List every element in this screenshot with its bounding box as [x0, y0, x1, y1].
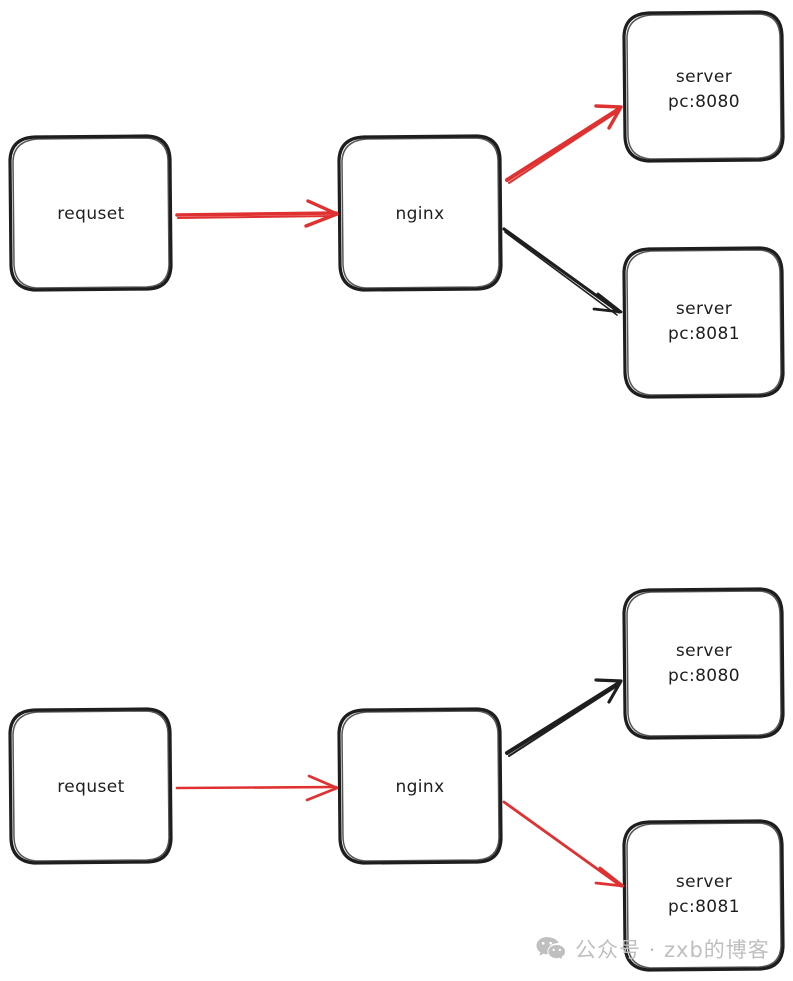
edge-requset-to-nginx-top-arrowhead: [304, 199, 339, 228]
edge-nginx-to-8081-top-arrowhead: [592, 292, 623, 314]
wechat-icon-bubble-front: [547, 944, 566, 961]
node-nginx-bottom-label: nginx: [395, 777, 444, 797]
watermark: 公众号 · zxb的博客: [536, 934, 770, 964]
node-server-8081-top-label-line2: pc:8081: [668, 324, 740, 344]
node-server-8080-top-shape: [622, 10, 785, 163]
node-server-8080-bottom-shape-sketch: [626, 590, 782, 737]
wechat-icon-dot-left: [552, 948, 555, 952]
edge-nginx-to-8080-bottom-line: [505, 681, 621, 755]
node-server-8080-bottom-label-line2: pc:8080: [668, 666, 740, 686]
edge-nginx-to-8080-top-line: [505, 107, 621, 182]
edge-requset-to-nginx-bottom-arrowhead: [305, 774, 339, 802]
edge-requset-to-nginx-bottom-line: [175, 785, 338, 790]
edge-nginx-to-8081-bottom-arrowhead: [594, 866, 625, 888]
node-server-8080-top-label-line2: pc:8080: [668, 92, 740, 112]
edge-nginx-to-8080-top-arrowhead: [594, 104, 623, 130]
bottom-diagram: requset nginx server pc:8080 server pc:8: [8, 587, 785, 972]
wechat-icon-eye-right: [549, 941, 553, 945]
node-requset-bottom-label: requset: [57, 777, 124, 797]
edge-nginx-to-8080-bottom-line-sketch: [508, 685, 618, 757]
node-server-8080-bottom-shape: [622, 587, 785, 740]
edge-nginx-to-8081-top-line: [502, 227, 621, 314]
node-server-8080-bottom-label-line1: server: [676, 641, 732, 661]
node-server-8081-bottom[interactable]: server pc:8081: [622, 819, 785, 972]
node-nginx-top[interactable]: nginx: [337, 134, 503, 292]
node-server-8080-top-label-line1: server: [676, 67, 732, 87]
wechat-icon-dot-right: [558, 948, 561, 952]
node-server-8080-top[interactable]: server pc:8080: [622, 10, 785, 163]
node-server-8080-bottom[interactable]: server pc:8080: [622, 587, 785, 740]
edge-nginx-to-8080-top: [505, 104, 623, 184]
node-requset-top[interactable]: requset: [8, 134, 173, 292]
top-diagram: requset nginx server pc:8080 server pc:8: [8, 10, 785, 399]
node-requset-bottom-shape: [8, 707, 173, 865]
edge-requset-to-nginx-bottom: [175, 774, 339, 802]
node-server-8081-top-shape: [622, 246, 785, 399]
edge-nginx-to-8081-top-line-sketch: [504, 231, 618, 316]
node-server-8081-bottom-shape-sketch: [626, 822, 782, 969]
node-nginx-top-shape-sketch: [341, 137, 500, 289]
node-nginx-bottom[interactable]: nginx: [337, 707, 503, 865]
edge-requset-to-nginx-top: [175, 199, 339, 228]
node-nginx-bottom-shape: [337, 707, 503, 865]
wechat-icon-bubble-back: [536, 937, 559, 956]
node-server-8081-top[interactable]: server pc:8081: [622, 246, 785, 399]
node-server-8080-top-shape-sketch: [626, 13, 782, 160]
node-nginx-top-label: nginx: [395, 204, 444, 224]
node-nginx-top-shape: [337, 134, 503, 292]
edge-nginx-to-8081-bottom-line: [502, 800, 623, 888]
node-requset-top-shape-sketch: [12, 137, 170, 289]
edge-nginx-to-8081-bottom: [502, 800, 625, 888]
edge-nginx-to-8080-bottom-arrowhead: [594, 678, 623, 704]
edge-requset-to-nginx-top-line: [175, 211, 338, 217]
node-server-8081-bottom-label-line2: pc:8081: [668, 897, 740, 917]
edge-requset-to-nginx-top-line-sketch: [177, 215, 335, 219]
wechat-icon: [536, 937, 566, 961]
watermark-text: 公众号 · zxb的博客: [575, 938, 770, 962]
node-requset-top-shape: [8, 134, 173, 292]
node-server-8081-top-label-line1: server: [676, 299, 732, 319]
edge-nginx-to-8081-top: [502, 227, 623, 316]
node-server-8081-bottom-label-line1: server: [676, 872, 732, 892]
node-requset-bottom-shape-sketch: [12, 710, 170, 862]
node-server-8081-bottom-shape: [622, 819, 785, 972]
wechat-icon-eye-left: [541, 941, 545, 945]
edge-nginx-to-8080-top-line-sketch: [508, 111, 618, 184]
edge-nginx-to-8080-bottom: [505, 678, 623, 757]
node-requset-top-label: requset: [57, 204, 124, 224]
node-server-8081-top-shape-sketch: [626, 249, 782, 396]
node-requset-bottom[interactable]: requset: [8, 707, 173, 865]
node-nginx-bottom-shape-sketch: [341, 710, 500, 862]
